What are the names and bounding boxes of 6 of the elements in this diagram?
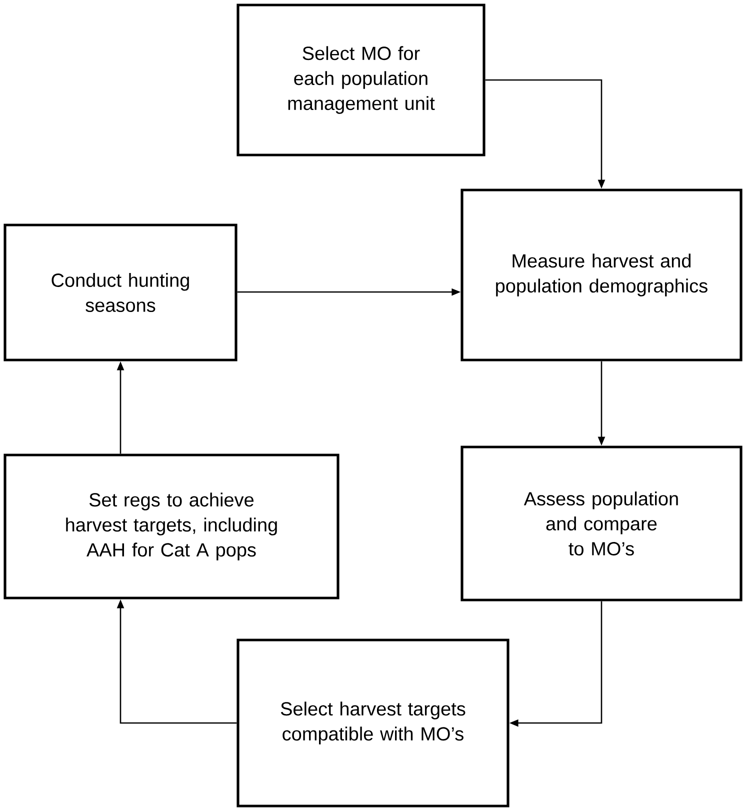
process-box: Measure harvest and population demographics (460, 188, 742, 362)
process-box: Set regs to achieve harvest targets, including AAH for Cat A pops (4, 454, 340, 600)
process-box: Select harvest targets compatible with MO’s (236, 638, 510, 808)
process-box: Assess population and compare to MO’s (460, 446, 742, 602)
process-box: Select MO for each population management unit (236, 4, 486, 156)
process-box: Conduct hunting seasons (4, 224, 238, 362)
